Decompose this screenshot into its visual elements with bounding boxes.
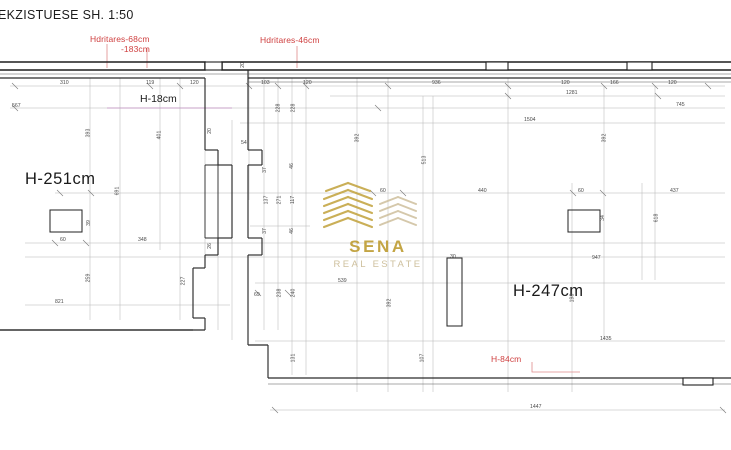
dim-392b: 392 (601, 133, 608, 143)
dim-513: 513 (421, 155, 428, 165)
dim-120a: 120 (190, 80, 199, 86)
dim-1435: 1435 (600, 336, 612, 342)
wall-outline (0, 61, 731, 71)
dim-60a: 60 (380, 188, 386, 194)
dim-117: 117 (290, 195, 297, 205)
dim-238: 238 (276, 288, 283, 298)
dim-271: 271 (276, 195, 283, 205)
dim-1504: 1504 (524, 117, 536, 123)
dim-103: 103 (261, 80, 270, 86)
dim-310: 310 (60, 80, 69, 86)
dim-60b: 60 (578, 188, 584, 194)
dim-392a: 392 (354, 133, 361, 143)
window-openings (204, 61, 653, 71)
dim-198: 198 (569, 293, 576, 303)
dim-228b: 228 (290, 103, 297, 113)
dim-120b: 120 (303, 80, 312, 86)
dim-745: 745 (676, 102, 685, 108)
dim-228a: 228 (275, 103, 282, 113)
dim-227: 227 (180, 276, 187, 286)
dim-821: 821 (55, 299, 64, 305)
dim-392c: 392 (386, 298, 393, 308)
dim-618: 618 (653, 213, 660, 223)
room-label-right: H-247cm (513, 282, 584, 300)
dim-37a: 37 (261, 167, 268, 173)
dimension-ticks (11, 82, 727, 414)
wall-inner-right (247, 70, 731, 379)
page-title: EKZISTUESE SH. 1:50 (0, 8, 134, 22)
dim-20b: 20 (239, 62, 246, 68)
annotation-window-183: -183cm (121, 44, 150, 54)
corridor-walls (204, 164, 232, 239)
dim-401: 401 (156, 130, 163, 140)
annotation-leaders (106, 44, 580, 373)
dim-539: 539 (338, 278, 347, 284)
annotation-window-68: Hdritares-68cm (90, 34, 150, 44)
dim-567: 567 (12, 103, 21, 109)
wall-hairline (0, 73, 731, 83)
dim-947: 947 (592, 255, 601, 261)
dim-137: 137 (263, 195, 270, 205)
dim-60c: 60 (60, 237, 66, 243)
bottom-openings (682, 377, 714, 386)
dim-240: 240 (290, 288, 297, 298)
dim-54: 54 (241, 140, 247, 146)
room-label-left: H-251cm (25, 170, 96, 188)
dim-119: 119 (146, 80, 155, 86)
dim-131: 131 (290, 353, 297, 363)
dim-1447: 1447 (530, 404, 542, 410)
dim-30: 30 (450, 254, 456, 260)
annotation-window-46: Hdritares-46cm (260, 35, 320, 45)
dimension-lines (10, 70, 725, 411)
dim-440: 440 (478, 188, 487, 194)
dim-69: 69 (254, 292, 260, 298)
dim-20a: 20 (206, 128, 213, 134)
dim-1281: 1281 (566, 90, 578, 96)
dim-936: 936 (432, 80, 441, 86)
dim-37b: 37 (261, 228, 268, 234)
fixture-column (446, 257, 463, 327)
dim-348a: 348 (138, 237, 147, 243)
dim-34: 34 (599, 215, 606, 221)
wall-inner-left (0, 77, 233, 331)
dim-120d: 120 (668, 80, 677, 86)
dim-46b: 46 (288, 228, 295, 234)
dim-120c: 120 (561, 80, 570, 86)
dim-107: 107 (419, 353, 426, 363)
dim-691: 691 (114, 186, 121, 196)
dim-393: 393 (85, 128, 92, 138)
dim-437: 437 (670, 188, 679, 194)
annotation-height-18: H-18cm (140, 93, 177, 105)
dim-166: 166 (610, 80, 619, 86)
fixture-left-room (49, 209, 83, 233)
dim-26: 26 (206, 243, 213, 249)
fixture-right-room (567, 209, 601, 233)
dim-259: 259 (85, 273, 92, 283)
annotation-height-84: H-84cm (491, 354, 522, 364)
dim-46a: 46 (288, 163, 295, 169)
dim-39: 39 (85, 220, 92, 226)
